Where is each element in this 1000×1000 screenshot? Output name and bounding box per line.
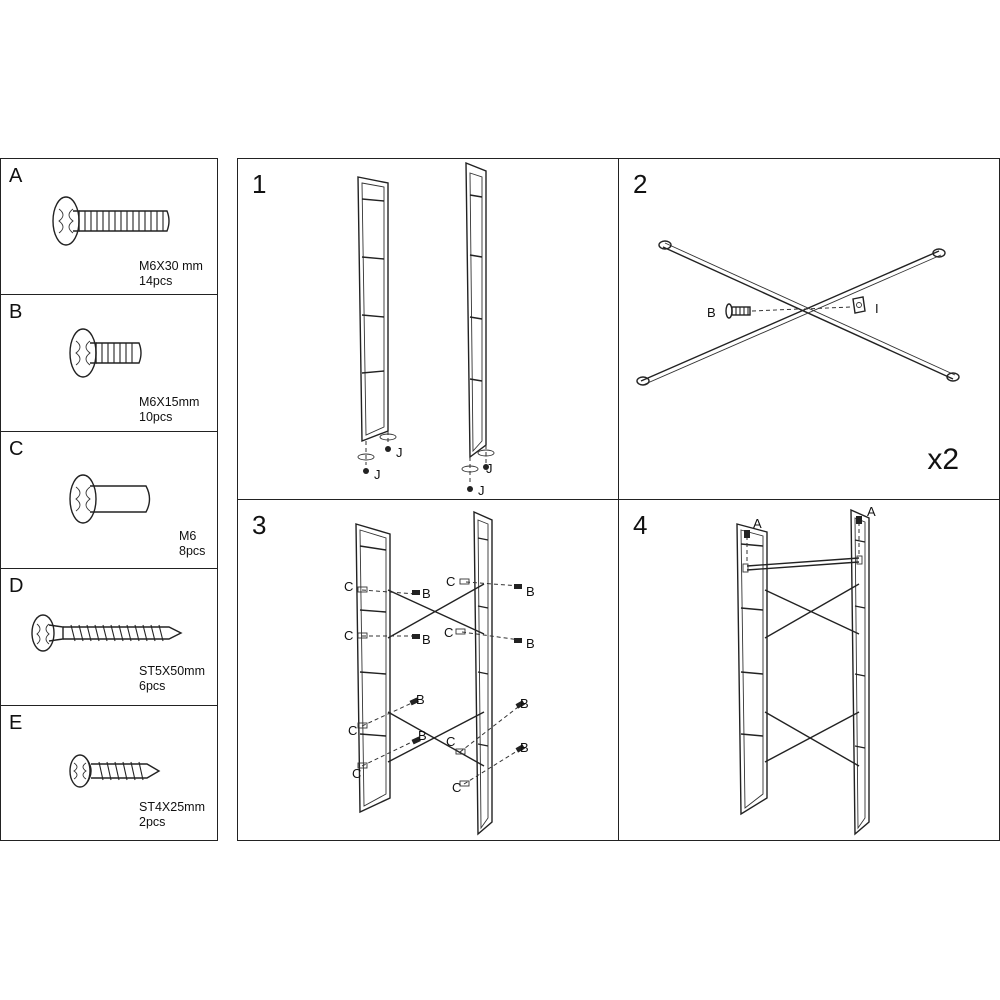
hardware-letter: D (9, 575, 24, 597)
hardware-qty: 2pcs (139, 815, 166, 829)
step-number: 1 (252, 169, 267, 199)
label-c: C (352, 766, 361, 781)
step-3-brace-attach-diagram: B B B B B B B B C C C C C C C C (344, 510, 535, 836)
label-j: J (478, 483, 485, 498)
label-c: C (446, 734, 455, 749)
step-2-panel: 2 B I x2 (618, 158, 1000, 500)
wood-screw-long-icon (31, 614, 183, 652)
label-a: A (867, 504, 876, 519)
step-2-cross-brace-diagram: B I (636, 240, 960, 386)
label-b: B (526, 584, 535, 599)
side-frame-left (355, 523, 391, 814)
side-frame-right (465, 161, 487, 459)
hardware-letter: E (9, 712, 23, 734)
bolt-b-icon (725, 303, 751, 319)
step-4-panel: 4 (618, 499, 1000, 841)
label-b: B (520, 696, 529, 711)
cross-brace (636, 240, 960, 386)
label-b: B (422, 586, 431, 601)
side-frame-left (357, 176, 389, 443)
cross-brace-lower (387, 711, 485, 767)
step-number: 2 (633, 169, 648, 199)
step-number: 4 (633, 510, 648, 540)
cross-brace-lower (764, 711, 860, 767)
side-frame-left (736, 523, 768, 816)
hardware-letter: B (9, 301, 23, 323)
step-number: 3 (252, 510, 267, 540)
bolt-long-icon (52, 196, 170, 246)
hardware-size: ST4X25mm (139, 800, 205, 814)
hardware-letter: A (9, 165, 23, 187)
leveling-feet (357, 431, 495, 492)
step-1-panel: 1 (237, 158, 619, 500)
top-rail (742, 555, 863, 573)
label-j: J (396, 445, 403, 460)
cross-brace-upper (764, 583, 860, 639)
hardware-size: M6 (179, 529, 197, 543)
hardware-size: M6X30 mm (139, 259, 203, 273)
label-b: B (707, 305, 716, 320)
hardware-item-d: D ST5X50mm 6pcs (0, 568, 218, 706)
cross-brace-upper (387, 583, 485, 639)
label-b: B (422, 632, 431, 647)
hardware-item-b: B M6X15mm 10pcs (0, 294, 218, 432)
hardware-item-a: A M6X30 mm 14pcs (0, 158, 218, 295)
hardware-qty: 8pcs (179, 544, 206, 558)
hardware-letter: C (9, 438, 24, 460)
step-3-panel: 3 (237, 499, 619, 841)
label-c: C (344, 579, 353, 594)
hardware-size: M6X15mm (139, 395, 200, 409)
label-j: J (486, 461, 493, 476)
hardware-size: ST5X50mm (139, 664, 205, 678)
hardware-qty: 6pcs (139, 679, 166, 693)
label-c: C (446, 574, 455, 589)
label-i: I (875, 301, 879, 316)
nut-i-icon (852, 296, 866, 314)
label-j: J (374, 467, 381, 482)
hardware-qty: 10pcs (139, 410, 173, 424)
bolt-short-icon (69, 328, 142, 378)
label-a: A (753, 516, 762, 531)
hardware-qty: 14pcs (139, 274, 173, 288)
wood-screw-short-icon (69, 754, 161, 788)
label-c: C (444, 625, 453, 640)
label-c: C (344, 628, 353, 643)
hardware-item-e: E ST4X25mm 2pcs (0, 705, 218, 841)
label-c: C (452, 780, 461, 795)
side-frame-right (473, 510, 493, 836)
label-b: B (520, 740, 529, 755)
barrel-nut-icon (69, 474, 151, 524)
repeat-count: x2 (927, 443, 959, 476)
step-4-top-rail-diagram: A A (736, 504, 876, 836)
hardware-item-c: C M6 8pcs (0, 431, 218, 569)
label-b: B (416, 692, 425, 707)
step-1-side-frames-diagram: J J J J (357, 161, 495, 498)
label-b: B (418, 728, 427, 743)
label-c: C (348, 723, 357, 738)
label-b: B (526, 636, 535, 651)
